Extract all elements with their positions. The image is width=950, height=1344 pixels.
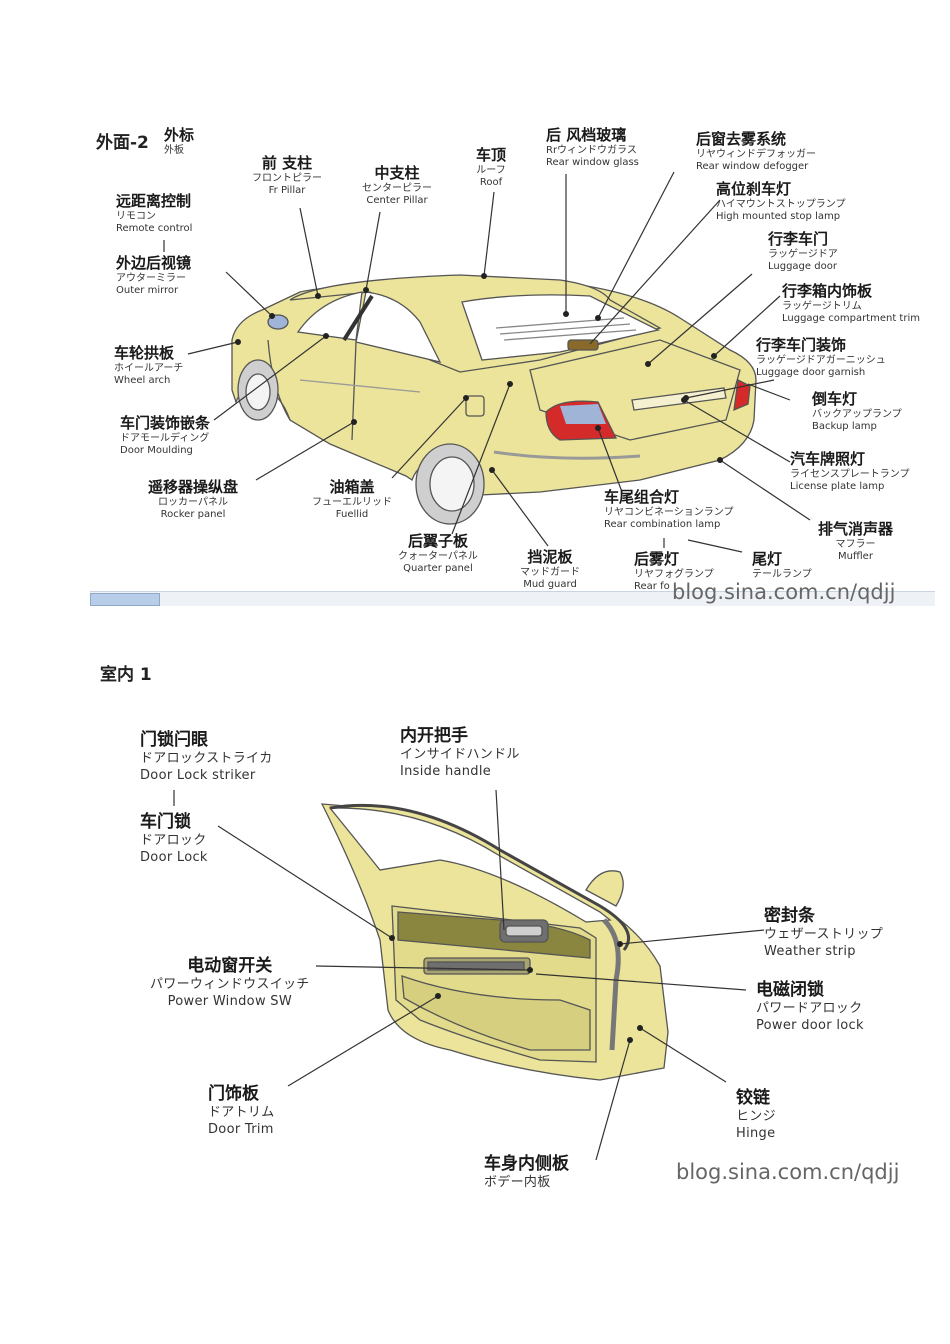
label-wheel-arch: 车轮拱板 ホイールアーチ Wheel arch xyxy=(114,344,184,387)
label-center-pillar: 中支柱 センターピラー Center Pillar xyxy=(362,164,432,207)
label-license-plate-lamp: 汽车牌照灯 ライセンスプレートランプ License plate lamp xyxy=(790,450,910,493)
section-title-text: 外面-2 xyxy=(96,133,149,153)
label-luggage-door-garnish: 行李车门装饰 ラッゲージドアガーニッシュ Luggage door garnis… xyxy=(756,336,886,379)
label-body-inner-panel: 车身内侧板 ボデー内板 xyxy=(484,1154,569,1191)
label-weather-strip: 密封条 ウェザーストリップ Weather strip xyxy=(764,906,884,959)
label-rocker-panel: 遥移器操纵盘 ロッカーパネル Rocker panel xyxy=(148,478,239,521)
door-illustration xyxy=(320,803,669,1081)
section-title-interior: 室内 1 xyxy=(100,660,152,685)
label-luggage-door: 行李车门 ラッゲージドア Luggage door xyxy=(768,230,838,273)
label-remote-control: 远距离控制 リモコン Remote control xyxy=(116,192,193,235)
scrollbar-thumb[interactable] xyxy=(90,593,160,606)
section-title-text: 室内 1 xyxy=(100,665,152,685)
horizontal-scrollbar[interactable] xyxy=(90,591,935,606)
label-outer-mirror: 外边后视镜 アウターミラー Outer mirror xyxy=(116,254,192,297)
label-rear-window-defogger: 后窗去雾系统 リヤウィンドデフォッガー Rear window defogger xyxy=(696,130,816,173)
label-tail-lamp: 尾灯 テールランプ xyxy=(752,550,812,580)
label-inside-handle: 内开把手 インサイドハンドル Inside handle xyxy=(400,726,520,779)
car-illustration xyxy=(231,274,757,525)
label-rear-window-glass: 后 风档玻璃 Rrウィンドウガラス Rear window glass xyxy=(546,126,639,169)
label-rear-fog-lamp: 后雾灯 リヤフォグランプ Rear fo xyxy=(634,550,714,593)
leader-dots xyxy=(235,273,723,1043)
label-quarter-panel: 后翼子板 クォーターパネル Quarter panel xyxy=(398,532,478,575)
label-luggage-compartment-trim: 行李箱内饰板 ラッゲージトリム Luggage compartment trim xyxy=(782,282,920,325)
section-subtitle-zh: 外标 xyxy=(164,126,195,144)
label-high-mounted-stop-lamp: 高位刹车灯 ハイマウントストップランプ High mounted stop la… xyxy=(716,180,846,223)
label-mud-guard: 挡泥板 マッドガード Mud guard xyxy=(520,548,580,591)
label-muffler: 排气消声器 マフラー Muffler xyxy=(818,520,894,563)
label-roof: 车顶 ルーフ Roof xyxy=(476,146,507,189)
label-fuel-lid: 油箱盖 フューエルリッド Fuellid xyxy=(312,478,392,521)
label-power-window-switch: 电动窗开关 パワーウィンドウスイッチ Power Window SW xyxy=(150,956,310,1009)
section-subtitle-sub: 外板 xyxy=(164,144,184,156)
label-hinge: 铰链 ヒンジ Hinge xyxy=(736,1088,776,1141)
watermark-bottom: blog.sina.com.cn/qdjj xyxy=(676,1160,900,1184)
label-rear-combination-lamp: 车尾组合灯 リヤコンビネーションランプ Rear combination lam… xyxy=(604,488,734,531)
label-door-trim: 门饰板 ドアトリム Door Trim xyxy=(208,1084,275,1137)
label-power-door-lock: 电磁闭锁 パワードアロック Power door lock xyxy=(756,980,864,1033)
interior-leader-lines xyxy=(173,789,765,1161)
label-door-lock: 车门锁 ドアロック Door Lock xyxy=(140,812,208,865)
label-door-lock-striker: 门锁闩眼 ドアロックストライカ Door Lock striker xyxy=(140,730,273,783)
section-title-exterior: 外面-2 xyxy=(96,128,149,153)
label-door-moulding: 车门装饰嵌条 ドアモールディング Door Moulding xyxy=(120,414,211,457)
section-subtitle: 外标 外板 xyxy=(164,126,194,157)
exterior-leader-lines xyxy=(163,171,811,553)
watermark-top: blog.sina.com.cn/qdjj xyxy=(672,580,896,604)
label-backup-lamp: 倒车灯 バックアップランプ Backup lamp xyxy=(812,390,902,433)
label-front-pillar: 前 支柱 フロントピラー Fr Pillar xyxy=(252,154,322,197)
